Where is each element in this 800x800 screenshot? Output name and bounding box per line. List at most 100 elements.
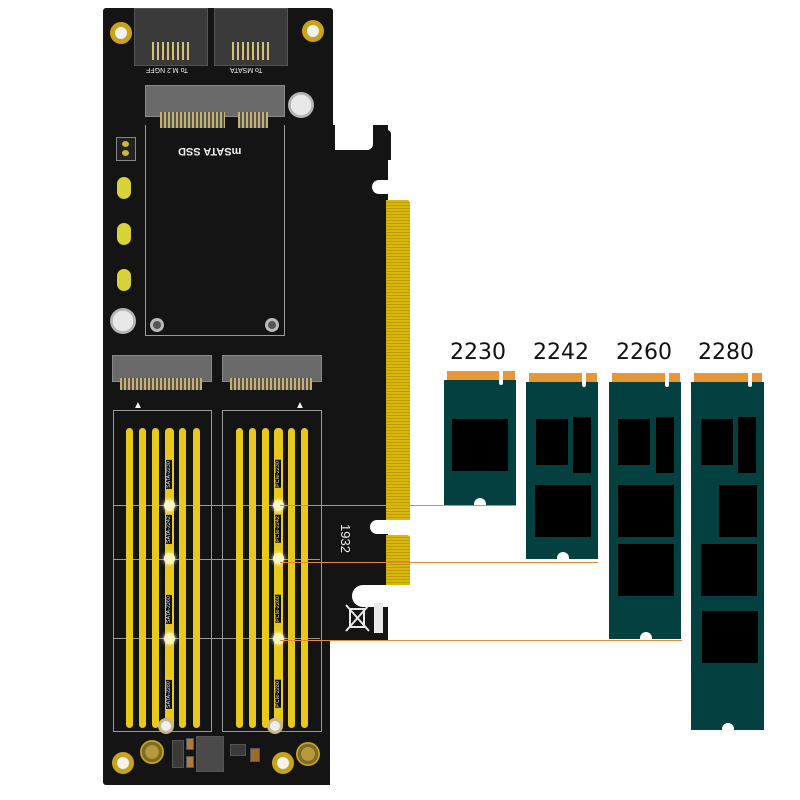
- sata-stripe: [126, 428, 133, 728]
- ssd-key-notch: [665, 373, 669, 387]
- sata-pins-left: [152, 42, 192, 60]
- ssd-size-label-2280: 2280: [698, 340, 754, 365]
- regulator-ic: [230, 744, 246, 756]
- dram-chip: [656, 417, 674, 473]
- screw-bottom-left: [140, 740, 164, 764]
- pcie-position-label: PCIe-2260: [275, 595, 281, 623]
- nand-chip: [719, 485, 757, 537]
- screw-notch: [474, 498, 486, 505]
- pcie-stripe: [236, 428, 243, 728]
- nand-chip: [618, 485, 674, 537]
- screw-notch: [640, 632, 652, 639]
- sata-stripe: [165, 428, 174, 728]
- mount-point-pcie-2260[interactable]: [273, 633, 284, 644]
- capacitor-left: [110, 308, 136, 334]
- mount-point-pcie-2280[interactable]: [267, 718, 283, 734]
- led-1: [117, 177, 131, 199]
- m2-socket-pcie-pins: [230, 378, 312, 390]
- diode: [172, 740, 184, 768]
- sata-stripe: [179, 428, 186, 728]
- ssd-key-notch: [748, 373, 752, 387]
- ssd-key-notch: [499, 371, 503, 385]
- edge-notch-upper: [372, 180, 392, 194]
- label-sticker: [374, 603, 383, 633]
- sata-pins-right: [232, 42, 272, 60]
- bracket-notch: [335, 110, 373, 150]
- capacitor-top: [288, 92, 314, 118]
- pcie-gold-fingers-short: [386, 535, 410, 591]
- mount-point-pcie-2242[interactable]: [273, 553, 284, 564]
- led-2: [117, 223, 131, 245]
- led-3: [117, 269, 131, 291]
- msata-socket-pins-a: [160, 112, 225, 128]
- connector-label-msata: To MSATA: [230, 66, 263, 73]
- sata-position-label: SATA-2242: [166, 515, 172, 544]
- pcie-gold-fingers-main: [386, 200, 410, 522]
- pcie-stripe: [249, 428, 256, 728]
- controller-chip: [618, 419, 650, 465]
- screw-notch: [722, 723, 734, 730]
- mounting-hole-bottom-right: [272, 752, 294, 774]
- smd-cap: [250, 748, 260, 762]
- sata-stripe: [193, 428, 200, 728]
- controller-chip: [536, 419, 568, 465]
- sata-stripe: [152, 428, 159, 728]
- guide-line-2230: [280, 505, 516, 506]
- pcie-position-label: PCIe-2280: [275, 680, 281, 708]
- pcie-stripe: [274, 428, 283, 728]
- weee-bin-icon: [345, 603, 371, 633]
- sata-position-label: SATA-2260: [166, 595, 172, 624]
- msata-label: mSATA SSD: [178, 145, 242, 157]
- pcb-extension: [330, 125, 388, 640]
- guide-line-2260: [280, 640, 682, 641]
- sata-position-label: SATA-2230: [166, 460, 172, 489]
- mount-point-sata-2280[interactable]: [158, 718, 174, 734]
- mount-point-sata-2242[interactable]: [164, 553, 175, 564]
- pcie-stripe: [262, 428, 269, 728]
- pcb-marking: 1932: [338, 524, 353, 553]
- m2-socket-sata[interactable]: [112, 355, 212, 382]
- screw-notch: [557, 552, 569, 559]
- sata-position-label: SATA-2280: [166, 680, 172, 709]
- pos-divider-3: [113, 638, 320, 639]
- msata-socket-pins-b: [238, 112, 268, 128]
- ssd-size-label-2260: 2260: [616, 340, 672, 365]
- arrow-up-icon-sata: ▲: [133, 400, 143, 411]
- pcie-stripe: [288, 428, 295, 728]
- pcie-key-notch: [370, 520, 415, 534]
- arrow-up-icon-pcie: ▲: [295, 400, 305, 411]
- ssd-size-label-2230: 2230: [450, 340, 506, 365]
- nand-chip: [702, 611, 758, 663]
- sata-stripe: [139, 428, 146, 728]
- mount-point-pcie-2230[interactable]: [273, 500, 284, 511]
- ssd-key-notch: [582, 373, 586, 387]
- inductor: [196, 736, 224, 772]
- bracket-tab: [375, 130, 391, 160]
- lower-notch: [352, 585, 412, 607]
- mount-point-sata-2230[interactable]: [164, 500, 175, 511]
- resistor-2: [186, 756, 194, 768]
- pcie-position-label: PCIe-2230: [275, 460, 281, 488]
- nand-chip: [452, 419, 508, 471]
- nand-chip: [535, 485, 591, 537]
- pcie-stripe: [301, 428, 308, 728]
- guide-line-2242: [280, 562, 598, 563]
- nand-chip: [701, 544, 757, 596]
- screw-bottom-right: [296, 742, 320, 766]
- ssd-size-label-2242: 2242: [533, 340, 589, 365]
- dram-chip: [738, 417, 756, 473]
- jumper-header: [116, 137, 136, 161]
- msata-outline: [145, 125, 285, 336]
- mounting-hole-bottom-left: [112, 752, 134, 774]
- resistor-1: [186, 738, 194, 750]
- mounting-hole-top-left: [110, 22, 132, 44]
- msata-standoff-right: [265, 318, 279, 332]
- mount-point-sata-2260[interactable]: [164, 633, 175, 644]
- mounting-hole-top-right: [302, 20, 324, 42]
- dram-chip: [573, 417, 591, 473]
- controller-chip: [701, 419, 733, 465]
- connector-label-ngff: To M.2 NGFF: [146, 66, 189, 73]
- lower-cut: [330, 640, 410, 800]
- pos-divider-1: [113, 505, 320, 506]
- msata-standoff: [150, 318, 164, 332]
